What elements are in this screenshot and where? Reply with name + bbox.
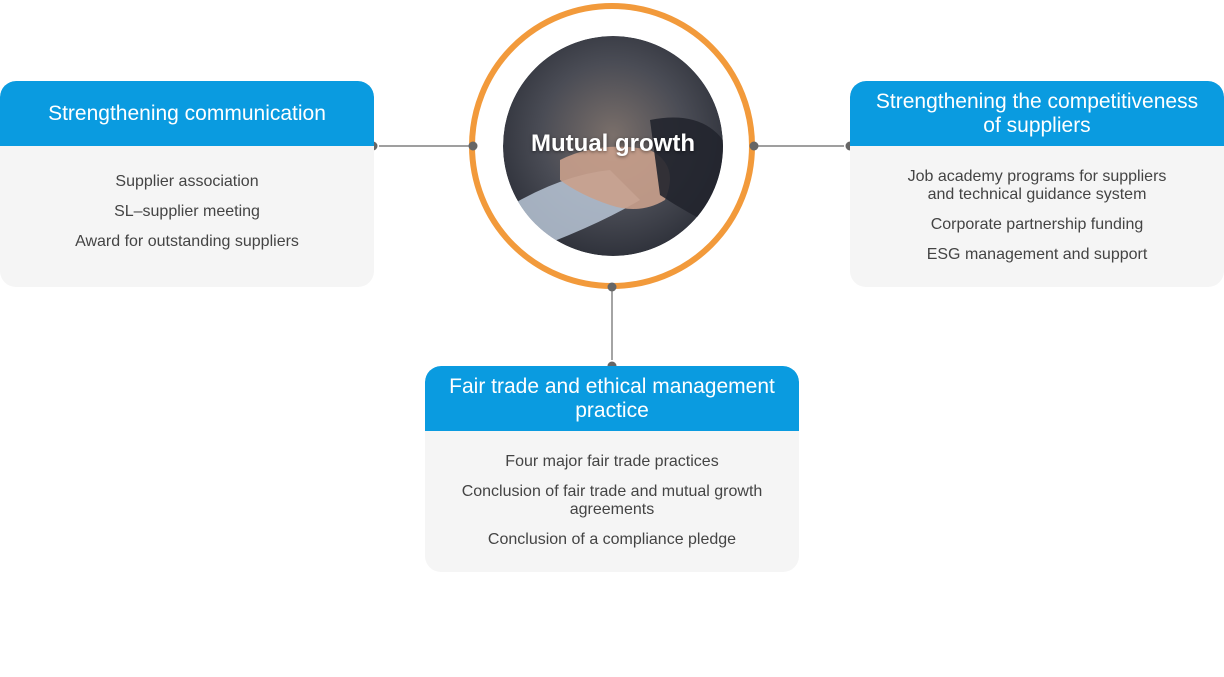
list-item-line: Job academy programs for suppliers [907,168,1167,185]
card-left-header: Strengthening communication [0,81,374,146]
list-item-line: Conclusion of fair trade and mutual grow… [461,483,763,500]
list-item-line: agreements [569,501,655,518]
card-bottom-body: Four major fair trade practices Conclusi… [425,431,799,549]
center-label: Mutual growth [531,130,695,157]
card-strengthening-communication: Strengthening communication Supplier ass… [0,81,374,287]
list-item-line: and technical guidance system [927,186,1147,203]
card-bottom-header: Fair trade and ethical management practi… [425,366,799,431]
card-fair-trade-ethics: Fair trade and ethical management practi… [425,366,799,572]
dot-ring-left [468,141,478,151]
list-item: SL–supplier meeting [114,203,260,220]
card-right-title-line: of suppliers [983,113,1091,137]
dot-ring-right [749,141,759,151]
card-bottom-title-line: Fair trade and ethical management [449,374,775,398]
card-right-header: Strengthening the competitiveness of sup… [850,81,1224,146]
card-supplier-competitiveness: Strengthening the competitiveness of sup… [850,81,1224,287]
list-item: Job academy programs for suppliers and t… [850,168,1224,204]
list-item: Conclusion of fair trade and mutual grow… [425,483,799,519]
list-item: ESG management and support [926,246,1148,263]
list-item: Supplier association [115,173,259,190]
list-item: Four major fair trade practices [505,453,719,470]
card-left-title: Strengthening communication [48,101,326,125]
list-item: Award for outstanding suppliers [75,233,299,250]
list-item: Conclusion of a compliance pledge [487,531,737,548]
dot-ring-bottom [607,282,617,292]
card-bottom-title-line: practice [575,398,649,422]
card-left-body: Supplier association SL–supplier meeting… [0,146,374,251]
list-item: Corporate partnership funding [930,216,1144,233]
card-right-body: Job academy programs for suppliers and t… [850,146,1224,264]
card-right-title-line: Strengthening the competitiveness [875,89,1199,113]
